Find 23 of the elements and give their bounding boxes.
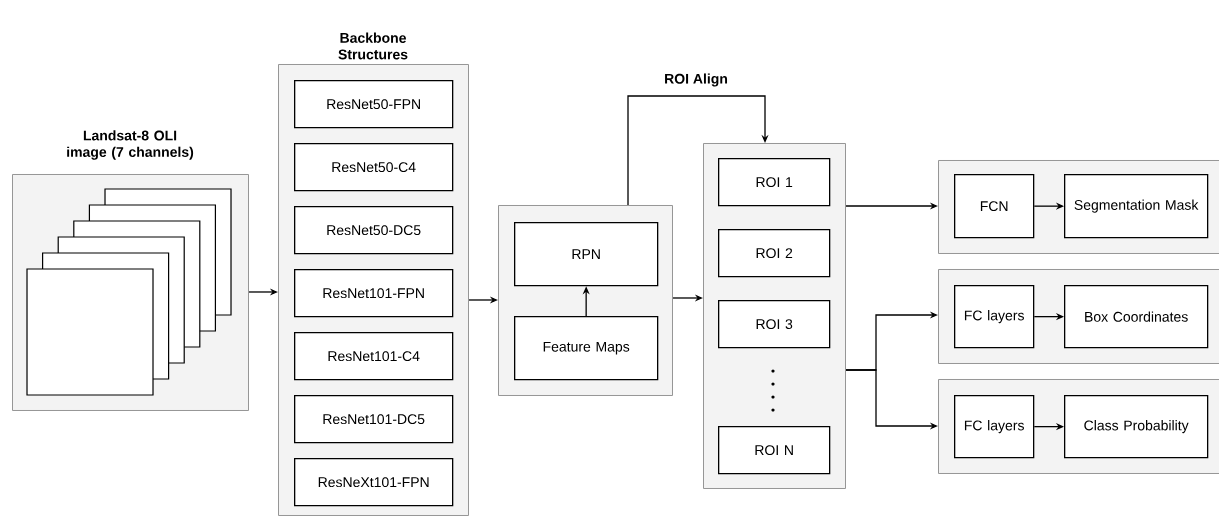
arrow: [627, 95, 769, 206]
process-box: ROI 2: [718, 229, 831, 278]
process-box: ROI 3: [718, 300, 831, 349]
process-box: Segmentation Mask: [1064, 174, 1209, 239]
panel-heading: Landsat-8 OLI image (7 channels): [67, 130, 194, 160]
process-box: ResNet101-DC5: [294, 395, 454, 444]
process-box: ResNet50-FPN: [294, 80, 454, 129]
process-box: ResNeXt101-FPN: [294, 458, 454, 507]
process-box: FCN: [954, 174, 1035, 239]
process-box: ROI 1: [718, 158, 831, 207]
process-box: RPN: [514, 222, 659, 287]
process-box: Box Coordinates: [1064, 285, 1209, 349]
process-box: ResNet50-DC5: [294, 206, 454, 255]
edge-label: ROI Align: [663, 72, 729, 88]
process-box: ResNet101-FPN: [294, 269, 454, 318]
panel-heading: Backbone Structures: [338, 32, 408, 60]
process-box: FC layers: [954, 285, 1035, 349]
process-box: ResNet101-C4: [294, 332, 454, 381]
process-box: ResNet50-C4: [294, 143, 454, 192]
process-box: FC layers: [954, 395, 1035, 459]
process-box: Feature Maps: [514, 316, 659, 381]
process-box: ROI N: [718, 426, 831, 475]
process-box: Class Probability: [1064, 395, 1209, 459]
